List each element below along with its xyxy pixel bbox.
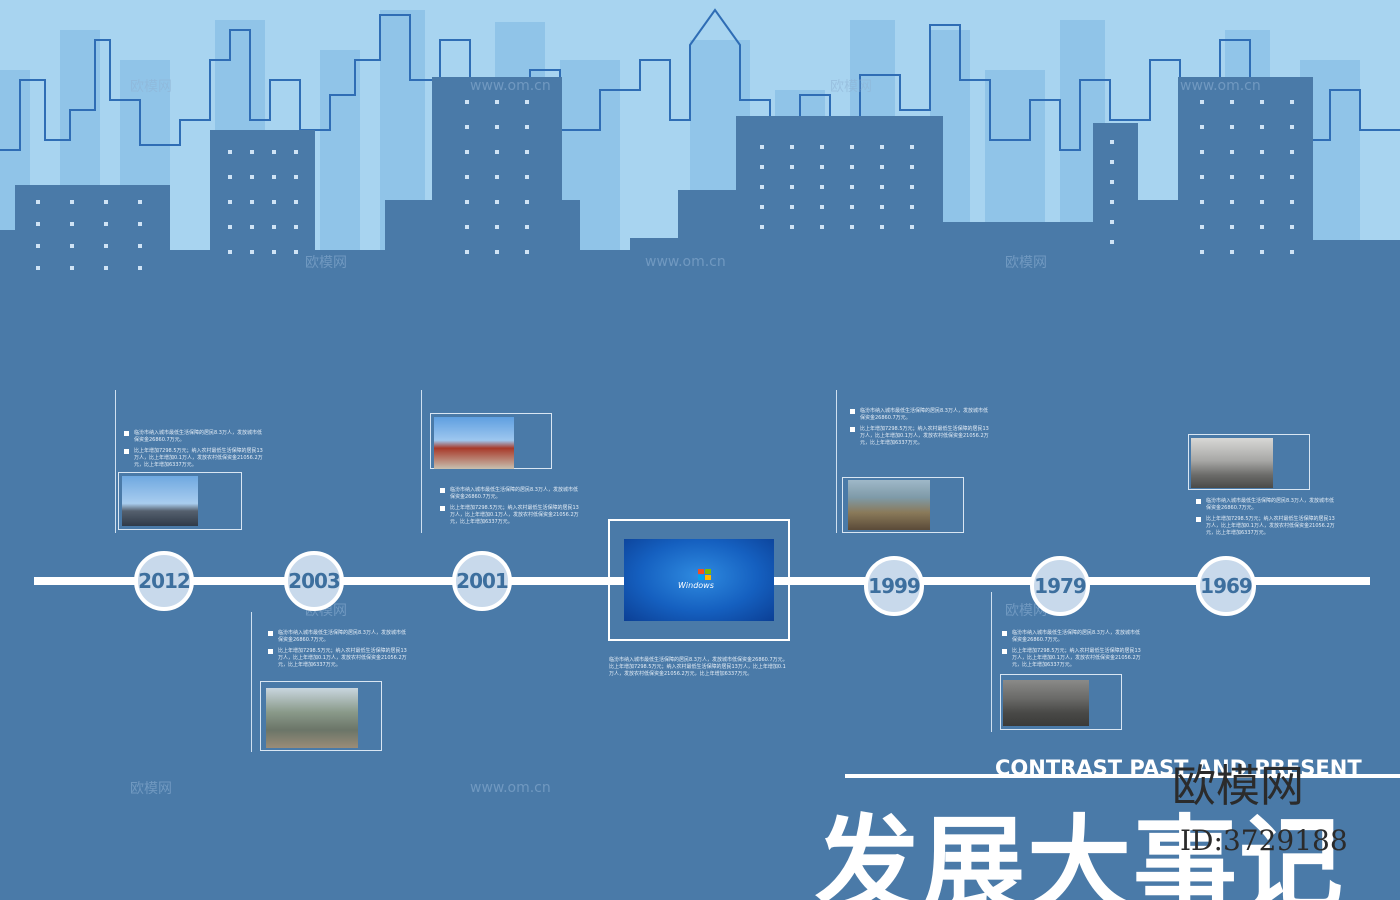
- featured-photo-frame: [608, 519, 790, 641]
- windows-flag-icon: [698, 569, 711, 580]
- year-node-2001[interactable]: 2001: [452, 551, 512, 611]
- watermark-url: www.om.cn: [1180, 78, 1261, 94]
- windows-label: Windows: [678, 581, 714, 590]
- year-node-1999[interactable]: 1999: [864, 556, 924, 616]
- city-skyline-illustration: [0, 0, 1400, 300]
- connector-line: [421, 390, 422, 533]
- event-text-1999: 临汾市纳入城市最低生活保障的居民8.3万人，发放城市低保资金26860.7万元。…: [850, 408, 989, 446]
- page-title: 发展大事记: [815, 804, 1346, 900]
- photo-frame-1979: [1000, 674, 1122, 730]
- watermark-cn: 欧模网: [305, 255, 347, 271]
- city-photo-2003: [266, 688, 358, 748]
- brand-id-watermark: ID:3729188: [1180, 824, 1348, 857]
- windows-logo-icon: Windows: [678, 569, 714, 595]
- event-text-2012: 临汾市纳入城市最低生活保障的居民8.3万人，发放城市低保资金26860.7万元。…: [124, 430, 263, 468]
- year-node-2003[interactable]: 2003: [284, 551, 344, 611]
- photo-frame-1999: [842, 477, 964, 533]
- watermark-cn: 欧模网: [130, 79, 172, 95]
- city-photo-2012: [122, 476, 198, 526]
- featured-event-text: 临汾市纳入城市最低生活保障的居民8.3万人，发放城市低保资金26860.7万元，…: [609, 657, 788, 677]
- watermark-cn: 欧模网: [1005, 255, 1047, 271]
- watermark-url: www.om.cn: [470, 78, 551, 94]
- watermark-cn: 欧模网: [130, 781, 172, 797]
- event-text-1979: 临汾市纳入城市最低生活保障的居民8.3万人，发放城市低保资金26860.7万元。…: [1002, 630, 1141, 668]
- photo-frame-2012: [118, 472, 242, 530]
- year-node-1969[interactable]: 1969: [1196, 556, 1256, 616]
- year-node-2012[interactable]: 2012: [134, 551, 194, 611]
- event-text-2003: 临汾市纳入城市最低生活保障的居民8.3万人，发放城市低保资金26860.7万元。…: [268, 630, 407, 668]
- windows-xp-screen: Windows: [624, 539, 774, 621]
- watermark-cn: 欧模网: [830, 79, 872, 95]
- street-photo-1979: [1003, 680, 1089, 726]
- connector-line: [115, 390, 116, 533]
- photo-frame-2003: [260, 681, 382, 751]
- connector-line: [251, 612, 252, 752]
- harbor-photo-1999: [848, 480, 930, 530]
- watermark-url: www.om.cn: [470, 780, 551, 796]
- watermark-url: www.om.cn: [645, 254, 726, 270]
- title-divider: [845, 774, 1400, 778]
- year-node-1979[interactable]: 1979: [1030, 556, 1090, 616]
- event-text-2001: 临汾市纳入城市最低生活保障的居民8.3万人，发放城市低保资金26860.7万元。…: [440, 487, 579, 525]
- temple-photo-2001: [434, 417, 514, 469]
- connector-line: [991, 592, 992, 732]
- brand-watermark: 欧模网: [1172, 761, 1304, 812]
- photo-frame-1969: [1188, 434, 1310, 490]
- watermark-cn: 欧模网: [1005, 603, 1047, 619]
- connector-line: [836, 390, 837, 533]
- event-text-1969: 临汾市纳入城市最低生活保障的居民8.3万人，发放城市低保资金26860.7万元。…: [1196, 498, 1335, 536]
- old-city-photo-1969: [1191, 438, 1273, 488]
